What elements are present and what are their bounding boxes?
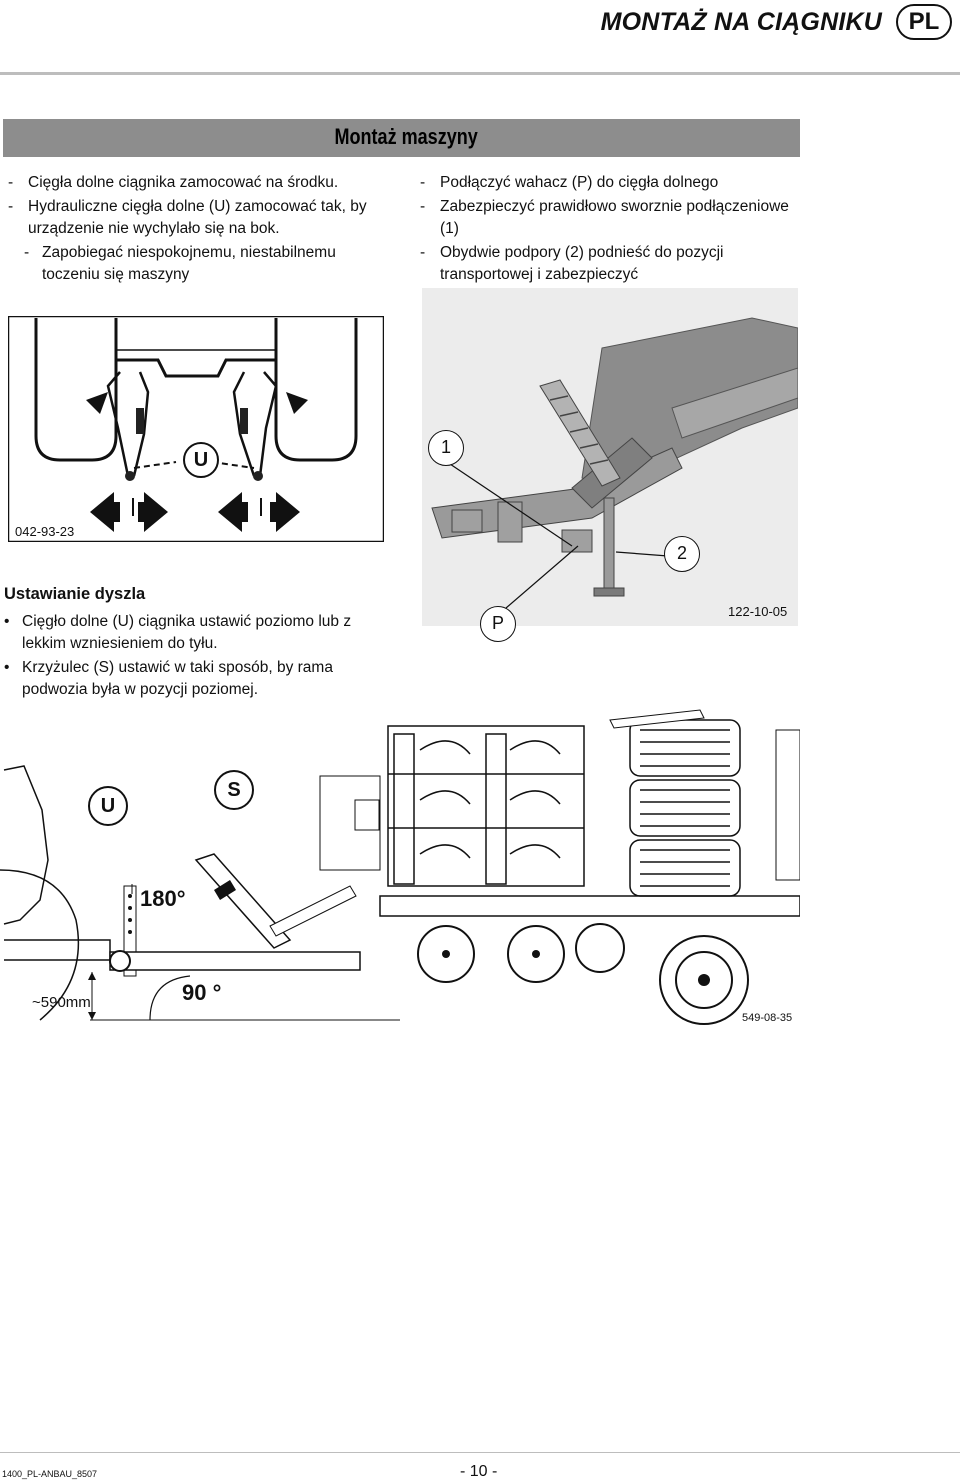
machine-s-label: S — [214, 770, 254, 810]
right-instructions: - Podłączyć wahacz (P) do cięgła dolnego… — [420, 172, 795, 288]
adjust-heading: Ustawianie dyszla — [4, 585, 146, 603]
bullet-dot: • — [4, 613, 10, 630]
list-dash: - — [8, 174, 14, 191]
list-dash: - — [8, 198, 14, 215]
list-dash: - — [24, 244, 30, 261]
instruction-text: Zabezpieczyć prawidłowo sworznie podłącz… — [440, 198, 789, 237]
instruction-text: Cięgła dolne ciągnika zamocować na środk… — [28, 174, 339, 191]
instruction-text: Obydwie podpory (2) podnieść do pozycji … — [440, 244, 724, 283]
instruction-item: - Hydrauliczne cięgła dolne (U) zamocowa… — [8, 196, 382, 240]
hitch-figure-code: 122-10-05 — [728, 604, 788, 619]
instruction-item: - Podłączyć wahacz (P) do cięgła dolnego — [420, 172, 795, 194]
angle-90-label: 90 ° — [182, 980, 222, 1005]
tractor-lower-links-figure: U 042-93-23 — [8, 316, 384, 542]
instruction-text: Podłączyć wahacz (P) do cięgła dolnego — [440, 174, 719, 191]
bullet-item: • Cięgło dolne (U) ciągnika ustawić pozi… — [4, 611, 384, 655]
page-number: - 10 - — [460, 1463, 498, 1480]
angle-180-label: 180° — [140, 886, 186, 911]
instruction-item: - Cięgła dolne ciągnika zamocować na śro… — [8, 172, 382, 194]
bullet-dot: • — [4, 659, 10, 676]
section-bar: Montaż maszyny — [3, 119, 800, 157]
machine-side-view-figure: U S 180° 90 ° ~590mm 549-08-35 — [0, 690, 800, 1030]
section-title: Montaż maszyny — [334, 124, 478, 149]
hitch-label-1: 1 — [428, 430, 464, 466]
page-header-title: MONTAŻ NA CIĄGNIKU — [600, 8, 882, 36]
adjust-bullets: • Cięgło dolne (U) ciągnika ustawić pozi… — [4, 611, 384, 703]
instruction-item: - Obydwie podpory (2) podnieść do pozycj… — [420, 242, 795, 286]
hitch-connection-figure: 1 2 P 122-10-05 — [422, 288, 798, 642]
list-dash: - — [420, 244, 426, 261]
tractor-figure-code: 042-93-23 — [15, 524, 75, 539]
language-badge: PL — [896, 4, 952, 40]
header-divider — [0, 72, 960, 75]
machine-u-label: U — [88, 786, 128, 826]
hitch-label-2: 2 — [664, 536, 700, 572]
instruction-item: - Zabezpieczyć prawidłowo sworznie podłą… — [420, 196, 795, 240]
machine-figure-code: 549-08-35 — [742, 1012, 793, 1024]
instruction-text: Zapobiegać niespokojnemu, niestabilnemu … — [42, 244, 336, 283]
tractor-u-label: U — [183, 442, 219, 478]
bullet-item: • Krzyżulec (S) ustawić w taki sposób, b… — [4, 657, 384, 701]
bullet-text: Krzyżulec (S) ustawić w taki sposób, by … — [22, 659, 333, 698]
bullet-text: Cięgło dolne (U) ciągnika ustawić poziom… — [22, 613, 352, 652]
list-dash: - — [420, 198, 426, 215]
list-dash: - — [420, 174, 426, 191]
instruction-item: - Zapobiegać niespokojnemu, niestabilnem… — [8, 242, 382, 286]
footer-divider — [0, 1452, 960, 1453]
document-code: 1400_PL-ANBAU_8507 — [2, 1469, 98, 1479]
left-instructions: - Cięgła dolne ciągnika zamocować na śro… — [8, 172, 382, 288]
distance-label: ~590mm — [32, 994, 91, 1011]
instruction-text: Hydrauliczne cięgła dolne (U) zamocować … — [28, 198, 367, 237]
hitch-label-p: P — [480, 606, 516, 642]
